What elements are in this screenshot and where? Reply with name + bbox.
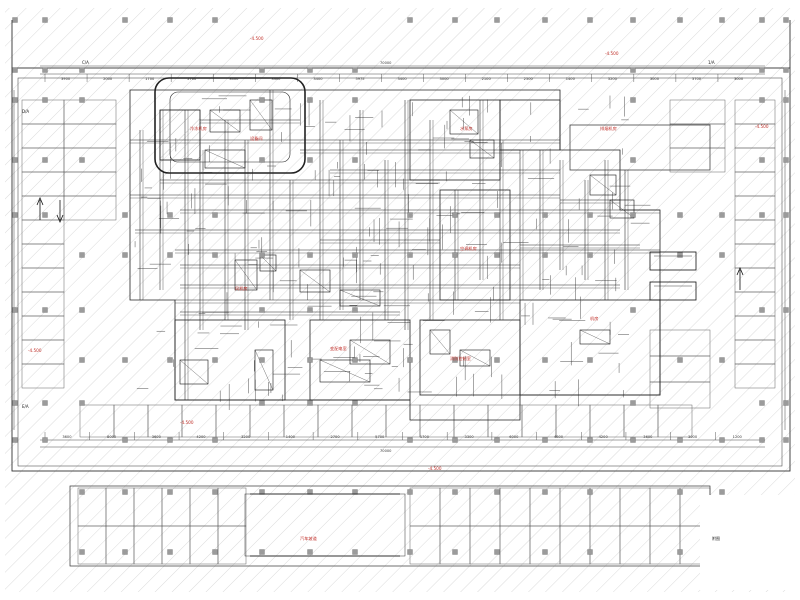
legend-note: 附图 — [712, 535, 720, 541]
overall-dimension-bottom: 70000 — [380, 449, 392, 453]
core-building-outline — [129, 77, 711, 421]
equipment-blocks — [159, 99, 635, 391]
outer-walls — [11, 20, 791, 472]
room-label-5: 风机房 — [235, 285, 248, 292]
room-label-2: 变配电室 — [330, 345, 347, 352]
dim-top-1: 2000 — [103, 77, 113, 81]
room-label-6: 排烟机房 — [600, 125, 617, 132]
dim-bottom-0: 3600 — [62, 435, 72, 439]
dim-top-8: 3400 — [398, 77, 408, 81]
elevation-label-0: -4.500 — [250, 36, 264, 41]
axis-mark-1: C/A — [82, 60, 89, 65]
dim-top-3: 2700 — [187, 77, 197, 81]
dim-top-10: 2100 — [482, 77, 492, 81]
axis-mark-4: E/A — [22, 404, 29, 409]
room-label-9: 机房 — [590, 315, 598, 322]
dim-top-15: 3700 — [692, 77, 702, 81]
dim-bottom-15: 1200 — [733, 435, 743, 439]
vehicle-symbols — [649, 251, 697, 301]
room-label-8: 空调机房 — [460, 245, 477, 252]
axis-mark-3: D/A — [22, 109, 29, 114]
dim-top-12: 1400 — [566, 77, 576, 81]
elevation-label-5: -4.500 — [428, 466, 442, 471]
elevation-labels: -4.500 -4.500 -4.500 -4.500 -4.500 -4.500 — [28, 36, 769, 471]
room-label-0: 冷冻机房 — [190, 125, 207, 132]
ramp-arrows — [36, 196, 744, 290]
axis-mark-2: 1/A — [708, 60, 715, 65]
structural-columns — [12, 17, 789, 555]
dimension-texts-top: 3900 2000 1700 2700 3400 3300 3400 5975 3400 3000… — [44, 74, 744, 82]
dim-top-11: 2500 — [524, 77, 534, 81]
room-label-1: 水泵房 — [460, 125, 473, 132]
dim-top-9: 3000 — [440, 77, 450, 81]
dim-bottom-14: 3000 — [688, 435, 698, 439]
dim-top-0: 3900 — [61, 77, 71, 81]
parking-bays — [21, 99, 776, 565]
dim-top-6: 3400 — [313, 77, 323, 81]
room-label-3: 消防控制室 — [450, 355, 471, 362]
elevation-label-4: -4.500 — [180, 420, 194, 425]
elevation-label-2: -4.500 — [28, 348, 42, 353]
dim-top-2: 1700 — [145, 77, 155, 81]
elevation-label-1: -4.500 — [605, 51, 619, 56]
room-label-4: 汽车坡道 — [300, 535, 318, 542]
elevation-label-3: -4.500 — [755, 124, 769, 129]
dim-top-7: 5975 — [355, 77, 364, 81]
overall-dimension-top: 70000 — [380, 61, 392, 65]
dim-top-13: 3200 — [608, 77, 618, 81]
dim-top-16: 3000 — [734, 77, 744, 81]
room-label-7: 设备间 — [250, 135, 263, 142]
dim-top-14: 3000 — [650, 77, 660, 81]
dim-top-4: 3400 — [229, 77, 239, 81]
dim-top-5: 3300 — [271, 77, 281, 81]
legend-blank-area — [700, 495, 795, 590]
